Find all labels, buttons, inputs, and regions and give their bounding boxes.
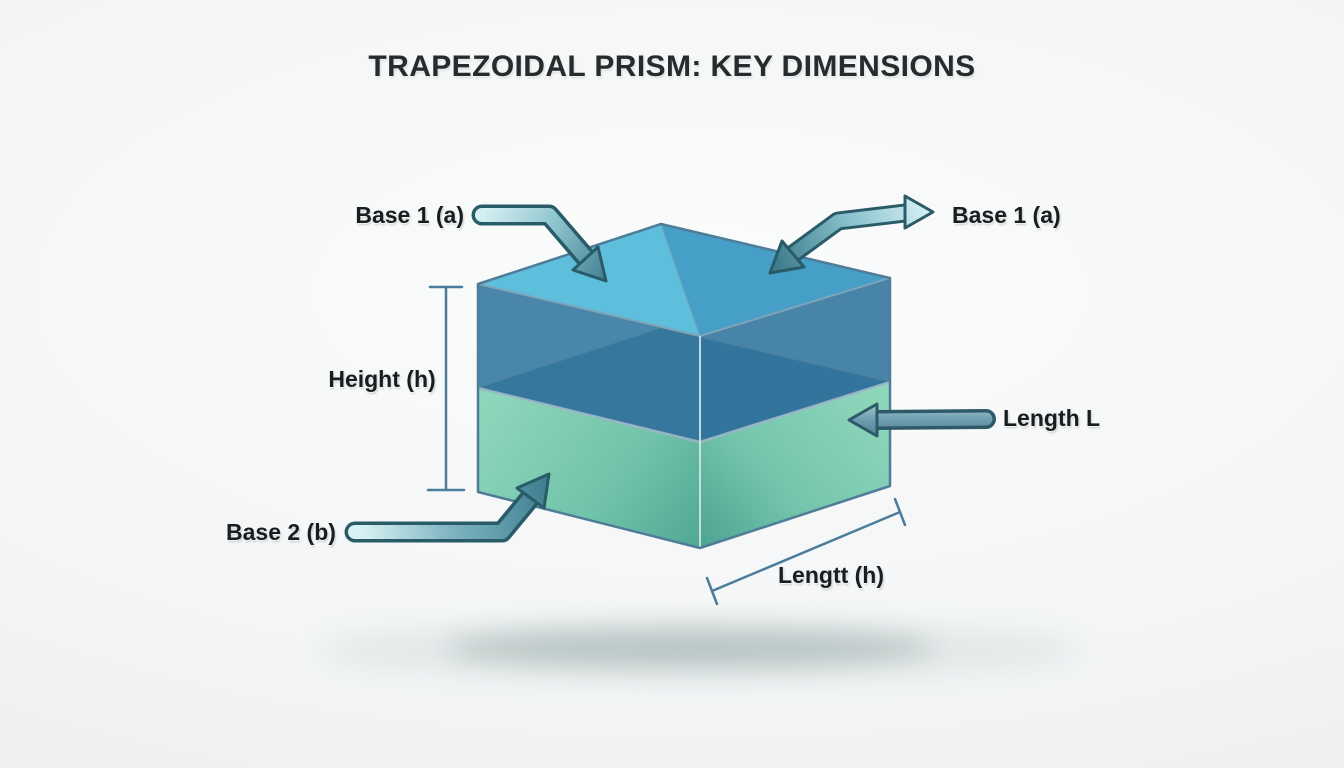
base1-right-arrow [768, 194, 935, 275]
base1-left-label: Base 1 (a) [355, 202, 464, 228]
ground-shadow [320, 620, 1080, 680]
length-measure-line [705, 497, 907, 606]
length-bottom-label: Lengtt (h) [778, 562, 885, 588]
base1-left-arrow [471, 204, 608, 283]
prism-edges [476, 222, 892, 550]
base2-label: Base 2 (b) [226, 519, 336, 545]
lower-left-face [478, 388, 700, 548]
base1-right-label: Base 1 (a) [952, 202, 1061, 228]
length-arrow [847, 402, 996, 438]
height-measure-line [426, 285, 466, 492]
prism [476, 222, 892, 550]
page-title: TRAPEZOIDAL PRISM: KEY DIMENSIONS [368, 50, 976, 83]
height-label: Height (h) [328, 366, 436, 392]
length-side-label: Length L [1003, 405, 1101, 431]
top-face-right [661, 224, 890, 336]
base2-arrow [344, 472, 551, 543]
top-face-left [478, 224, 700, 336]
lower-right-face [700, 382, 890, 548]
